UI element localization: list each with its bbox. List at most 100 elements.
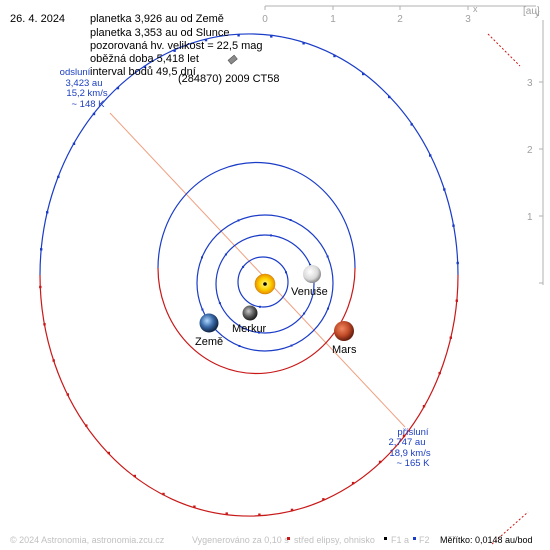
asteroid-current-position (227, 54, 238, 65)
orbit-point-marker (116, 86, 120, 90)
mars-planet (334, 321, 354, 341)
orbit-point-marker (66, 393, 69, 396)
y-axis-label: y (535, 8, 540, 18)
orbit-point-marker (378, 460, 382, 464)
perihelion-speed: 18,9 km/s (389, 448, 430, 459)
footer-legend-f2: F2 (419, 535, 430, 545)
aphelion-temp: ~ 148 K (71, 99, 105, 110)
footer-generated: Vygenerováno za 0,10 s (192, 535, 289, 545)
right-axis: 3 2 1 y (527, 8, 544, 285)
venus-label: Venuše (291, 286, 328, 298)
x-tick-1: 1 (330, 14, 336, 25)
info-block: planetka 3,926 au od Země planetka 3,353… (90, 13, 280, 85)
orbit-point-marker (456, 261, 459, 265)
orbit-point-marker (237, 219, 240, 222)
orbit-point-marker (46, 211, 49, 214)
info-magnitude: pozorovaná hv. velikost = 22,5 mag (90, 40, 263, 52)
asteroid-position-markers (39, 34, 459, 516)
orbit-point-marker (258, 513, 261, 516)
legend-center-marker (287, 537, 290, 540)
footer-copyright: © 2024 Astronomia, astronomia.zcu.cz (10, 535, 165, 545)
orbit-point-marker (422, 405, 426, 408)
venus-orbit (215, 234, 315, 334)
orbit-point-marker (201, 256, 203, 259)
venus-planet (303, 265, 321, 283)
orbit-point-marker (40, 248, 43, 251)
orbit-point-marker (193, 505, 196, 508)
orbit-point-marker (237, 34, 240, 37)
orbit-point-marker (438, 371, 441, 375)
orbit-point-marker (402, 434, 406, 438)
aphelion-distance: 3,423 au (66, 78, 103, 89)
orbit-point-marker (302, 42, 305, 45)
footer: © 2024 Astronomia, astronomia.zcu.cz Vyg… (10, 535, 533, 545)
orbit-point-marker (85, 424, 88, 427)
apsis-line (109, 112, 406, 428)
orbit-point-marker (351, 481, 355, 485)
date-label: 26. 4. 2024 (10, 13, 65, 25)
x-tick-2: 2 (397, 14, 403, 25)
orbit-point-marker (242, 265, 245, 268)
orbit-point-marker (162, 492, 165, 496)
earth-orbit-far (196, 282, 334, 352)
top-axis: 0 1 2 3 x [au] (262, 4, 540, 25)
orbit-point-marker (224, 253, 227, 256)
orbit-point-marker (204, 38, 208, 42)
info-period: oběžná doba 5,418 let (90, 53, 199, 65)
earth-orbit-near (196, 214, 334, 284)
orbit-point-marker (43, 323, 46, 326)
orbit-point-marker (133, 474, 136, 478)
footer-scale: Měřítko: 0,0148 au/bod (440, 535, 533, 545)
orbit-point-marker (303, 312, 306, 315)
footer-legend-f1: F1 (391, 535, 402, 545)
x-tick-3: 3 (465, 14, 471, 25)
orbit-point-marker (289, 219, 292, 221)
legend-f2-marker (413, 537, 416, 540)
info-point-interval: interval bodů 49,5 dní (90, 66, 196, 78)
asteroid-orbit-near (39, 33, 459, 276)
orbit-point-marker (449, 336, 452, 339)
orbit-point-marker (455, 299, 458, 302)
perihelion-temp: ~ 165 K (396, 458, 430, 469)
footer-legend-and: a (404, 535, 409, 545)
orbit-point-marker (258, 305, 261, 308)
orbit-point-marker (143, 65, 147, 69)
orbit-point-marker (107, 451, 110, 455)
x-tick-0: 0 (262, 14, 268, 25)
orbit-point-marker (270, 35, 273, 38)
orbit-point-marker (327, 307, 329, 310)
orbit-point-marker (173, 49, 176, 52)
orbit-point-marker (258, 331, 260, 334)
info-object-name: (284870) 2009 CT58 (178, 73, 280, 85)
earth-planet (199, 313, 219, 333)
orbit-point-marker (72, 142, 76, 145)
perihelion-title: přísluní (397, 427, 429, 438)
orbit-point-marker (92, 112, 96, 116)
info-sun-distance: planetka 3,353 au od Slunce (90, 27, 229, 39)
aphelion-annotation: odsluní 3,423 au 15,2 km/s ~ 148 K (60, 67, 108, 110)
mercury-orbit (237, 256, 289, 308)
orbit-point-marker (218, 302, 221, 305)
y-tick-1: 1 (527, 212, 533, 223)
legend-f1-marker (384, 537, 387, 540)
info-earth-distance: planetka 3,926 au od Země (90, 13, 224, 25)
aphelion-title: odsluní (60, 67, 91, 78)
orbit-point-marker (238, 345, 241, 347)
orbit-point-marker (326, 255, 329, 258)
orbit-point-marker (290, 344, 293, 347)
orbit-point-marker (362, 72, 365, 76)
orbit-point-marker (201, 308, 204, 311)
mars-orbit-near (157, 161, 356, 269)
perihelion-distance: 2,747 au (389, 437, 426, 448)
axis-unit: [au] (523, 6, 540, 17)
orbit-point-marker (333, 54, 336, 58)
perihelion-annotation: přísluní 2,747 au 18,9 km/s ~ 165 K (389, 427, 431, 469)
orbit-point-marker (322, 498, 325, 501)
corner-guide-bottom (491, 511, 529, 545)
orbit-point-marker (443, 188, 446, 191)
orbit-point-marker (270, 234, 272, 237)
orbit-point-marker (452, 224, 455, 227)
orbit-point-marker (388, 95, 391, 99)
